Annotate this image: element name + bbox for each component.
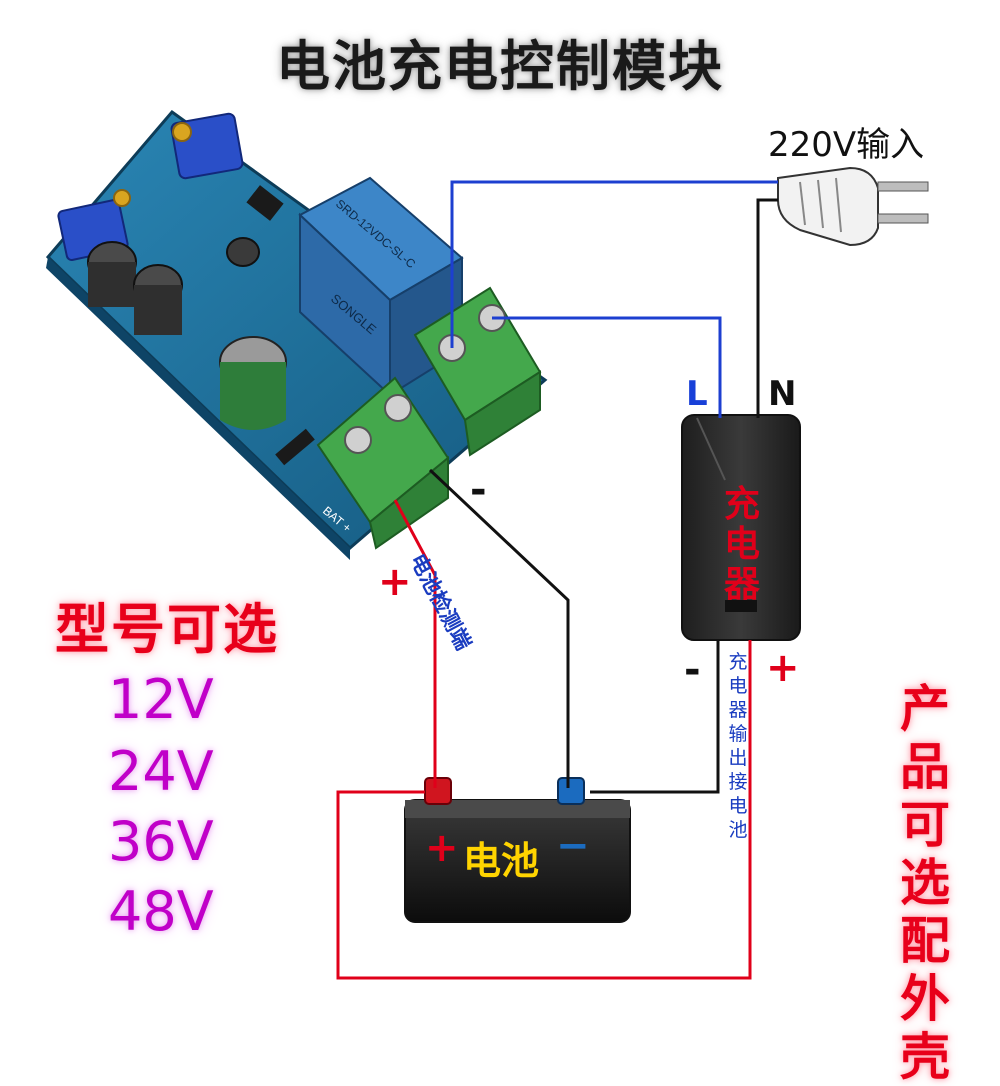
battery-terminal-negative: [557, 777, 585, 805]
wire-ac-black-N: [756, 198, 778, 418]
pcb-edge: [46, 257, 350, 560]
charger-output-label: 充电器输出接电池: [728, 651, 748, 841]
battery: [404, 777, 631, 923]
board-minus-sign: -: [470, 467, 487, 513]
adjust-screw: [172, 122, 192, 142]
charger-minus-sign: -: [684, 647, 701, 693]
ac-input-label: 220V输入: [768, 125, 925, 165]
charger: [681, 414, 801, 641]
charger-label: 充电器: [723, 484, 760, 605]
diode: [275, 428, 315, 466]
voltage-option-24v: 24V: [108, 740, 214, 803]
battery-minus-sign: −: [556, 823, 590, 869]
voltage-option-12v: 12V: [108, 668, 214, 731]
battery-terminal-positive: [424, 777, 452, 805]
wire-detect-red: [393, 499, 437, 788]
inductor: [226, 237, 260, 267]
battery-label: 电池: [463, 839, 540, 883]
model-options-title: 型号可选: [55, 598, 279, 661]
wire-charger-red: [336, 640, 752, 980]
voltage-option-48v: 48V: [108, 880, 214, 943]
ic-chip: [246, 185, 284, 221]
board-plus-sign: +: [378, 559, 412, 605]
page-title: 电池充电控制模块: [276, 35, 724, 98]
wire-ac-blue-top: [450, 180, 778, 348]
wires: [336, 180, 778, 980]
optional-case-label: 产品可选配外壳: [900, 680, 950, 1086]
control-board: SONGLE SRD-12VDC-SL-C BAT +: [45, 109, 548, 560]
adjust-screw: [113, 189, 131, 207]
terminal-block-battery: [316, 376, 450, 550]
wire-detect-black: [428, 468, 570, 788]
wire-ac-blue-L: [492, 316, 722, 418]
wire-charger-black: [590, 640, 720, 794]
voltage-option-36v: 36V: [108, 810, 214, 873]
neutral-wire-label: N: [768, 374, 797, 414]
wiring-diagram: SONGLE SRD-12VDC-SL-C BAT +: [45, 109, 929, 980]
ac-plug: [777, 166, 929, 247]
live-wire-label: L: [686, 374, 708, 414]
battery-plus-sign: +: [425, 825, 459, 871]
charger-plus-sign: +: [766, 645, 800, 691]
